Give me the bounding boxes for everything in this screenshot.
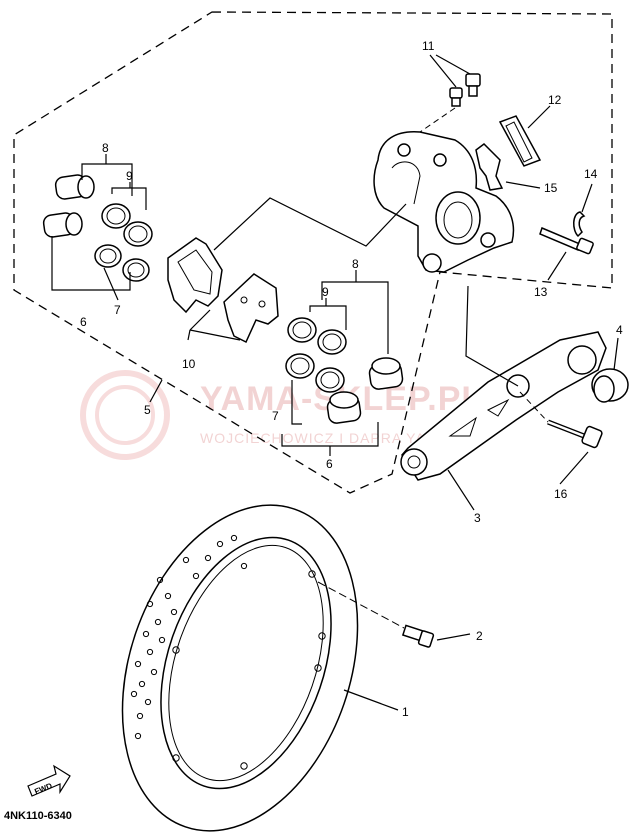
callout-5: 5 [144, 403, 151, 417]
callout-8-left: 8 [102, 141, 109, 155]
piston-group-right [285, 317, 404, 424]
caliper-body [373, 131, 515, 273]
callout-11: 11 [422, 39, 435, 53]
callout-7-right: 7 [272, 409, 279, 423]
callout-13: 13 [534, 285, 548, 299]
callout-14: 14 [584, 167, 598, 181]
callout-8-right: 8 [352, 257, 359, 271]
piston-group-left [42, 174, 153, 282]
bleed-screws [449, 73, 481, 107]
callout-4: 4 [616, 323, 623, 337]
callout-6-right: 6 [326, 457, 333, 471]
watermark-logo-icon [80, 370, 170, 460]
caliper-assembly-boundary [13, 11, 613, 494]
brake-pads [167, 237, 279, 344]
caliper-bracket [400, 331, 607, 481]
pad-spring [475, 143, 504, 191]
pad-shim [498, 115, 542, 167]
brake-disc [121, 504, 359, 832]
diagram-code: 4NK110-6340 [4, 810, 72, 822]
callout-2: 2 [476, 629, 483, 643]
pin-clip [573, 211, 586, 238]
bracket-collar [591, 368, 629, 403]
callout-7-left: 7 [114, 303, 121, 317]
forward-arrow-icon: FWD [27, 764, 71, 797]
callout-10: 10 [182, 357, 196, 371]
callout-6-left: 6 [80, 315, 87, 329]
callout-9-left: 9 [126, 169, 133, 183]
bracket-bolt [547, 419, 603, 449]
pad-pin [539, 226, 594, 255]
callout-12: 12 [548, 93, 562, 107]
callout-16: 16 [554, 487, 568, 501]
callout-9-right: 9 [322, 285, 329, 299]
disc-bolt [401, 624, 435, 648]
callout-1: 1 [402, 705, 409, 719]
callout-3: 3 [474, 511, 481, 525]
callout-15: 15 [544, 181, 558, 195]
disc-holes [130, 534, 326, 770]
